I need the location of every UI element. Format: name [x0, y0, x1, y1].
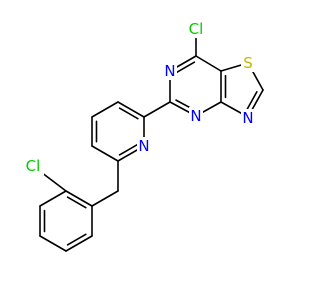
- bond-b4-b5: [39, 235, 67, 252]
- bond-p5-p6: [91, 145, 119, 162]
- atom-label-cl-top: Cl: [189, 20, 204, 38]
- atom-n-thiazole: N: [241, 109, 255, 127]
- atom-label-cl-phenyl: Cl: [26, 157, 41, 175]
- molecule-structure-diagram: Cl N S N N N Cl: [22, 20, 264, 252]
- bond-b1-b2: [65, 190, 93, 207]
- atom-label-layer: Cl N S N N N Cl: [22, 20, 255, 175]
- bond-p2-p3-inner: [118, 107, 139, 120]
- atom-label-n-thiazole: N: [242, 109, 253, 127]
- bond-p6-n_py-inner: [118, 143, 139, 156]
- bond-b5-b6-inner: [66, 233, 87, 246]
- atom-n-pyrimidine-left: N: [163, 62, 177, 80]
- atom-cl-phenyl: Cl: [22, 157, 44, 175]
- atom-label-n-pyrimidine-left: N: [164, 62, 175, 80]
- bond-c7-n4-inner: [175, 61, 196, 74]
- atom-n-pyridine: N: [137, 137, 151, 155]
- bond-b2-b3: [39, 190, 67, 207]
- atom-label-n-pyrimidine-bottom: N: [190, 107, 201, 125]
- bond-c5-p2: [143, 101, 171, 118]
- bond-p3-p4: [91, 101, 119, 118]
- atom-label-s-thiazole: S: [243, 54, 253, 72]
- bond-b1-b2-inner: [66, 196, 87, 209]
- atom-label-n-pyridine: N: [138, 137, 149, 155]
- bond-c2-n3-inner: [245, 91, 258, 112]
- atom-s-thiazole: S: [241, 54, 255, 72]
- atom-n-pyrimidine-bottom: N: [189, 107, 203, 125]
- bond-ch2-b1: [91, 190, 119, 207]
- atom-cl-top: Cl: [185, 20, 207, 38]
- bond-p2-p3: [117, 101, 145, 118]
- bond-c7a-c7: [195, 55, 222, 72]
- bond-b5-b6: [65, 235, 93, 252]
